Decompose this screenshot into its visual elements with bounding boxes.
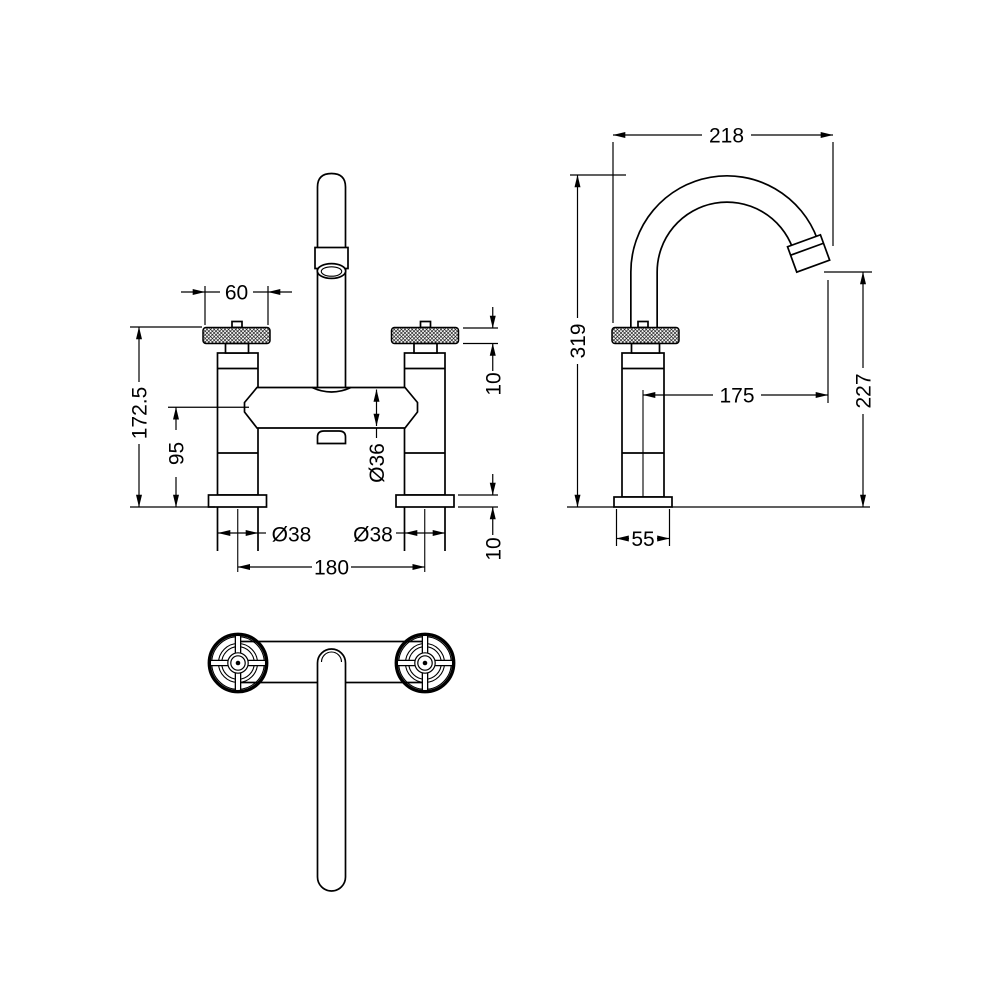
right-handle-nub [419, 320, 432, 329]
plan-spout [316, 648, 347, 892]
side-handle-stem [630, 342, 661, 354]
left-handle-nub [231, 320, 243, 329]
side-base-flange [613, 496, 673, 508]
plan-view [209, 634, 453, 892]
body-bar [243, 386, 419, 429]
dim-base-plate-height: 10 [458, 474, 505, 561]
dim-tap-centres-label: 180 [314, 557, 349, 580]
body-bar-fillet [311, 386, 352, 393]
front-view: 60 172.5 95 10 Ø36 [129, 172, 505, 580]
dim-outlet-projection-label: 175 [719, 385, 754, 408]
right-tailpiece [403, 507, 446, 551]
leg-centrelines [237, 509, 426, 572]
dim-handle-thickness-label: 10 [482, 372, 505, 395]
dim-spout-reach-label: 218 [709, 125, 744, 148]
dim-handle-width: 60 [181, 282, 292, 325]
right-handle [390, 320, 460, 354]
dim-handle-thickness: 10 [463, 307, 505, 396]
side-handle [611, 320, 680, 354]
right-handle-wheel [390, 326, 460, 345]
dim-body-diameter-label: Ø36 [366, 443, 389, 483]
spout-shank [316, 430, 347, 445]
dim-outlet-projection: 175 [642, 280, 829, 408]
dim-overall-height-side: 319 [567, 174, 626, 508]
left-tailpiece [216, 507, 259, 551]
dim-overall-height-front: 172.5 [129, 326, 215, 508]
side-view: 218 319 227 175 55 [567, 125, 876, 551]
dim-base-plate-height-label: 10 [482, 537, 505, 560]
dim-left-leg-diameter-label: Ø38 [272, 524, 312, 547]
right-leg [403, 352, 446, 496]
right-handle-stem [413, 342, 438, 354]
side-handle-wheel [611, 326, 680, 345]
spout-outlet-inner [320, 266, 343, 277]
spout-nozzle [786, 233, 831, 274]
dim-spout-outlet-height-label: 227 [853, 373, 876, 408]
dim-spout-centre-height: 95 [166, 406, 249, 508]
dim-left-leg-diameter: Ø38 [217, 524, 312, 547]
dim-spout-outlet-height: 227 [824, 271, 876, 508]
plan-left-handle-wheel [209, 634, 266, 691]
dim-right-leg-diameter-label: Ø38 [353, 524, 393, 547]
spout-riser [316, 172, 347, 390]
spout-curve-inner [631, 176, 817, 332]
dim-right-leg-diameter: Ø38 [353, 524, 446, 547]
dim-handle-width-label: 60 [225, 282, 248, 305]
plan-spout-bend-line [320, 651, 343, 663]
left-base-flange [207, 494, 268, 508]
dim-overall-height-side-label: 319 [567, 323, 590, 358]
dim-body-diameter: Ø36 [366, 389, 389, 483]
right-base-flange [395, 494, 455, 508]
dim-base-width: 55 [615, 509, 671, 551]
left-leg [216, 352, 259, 496]
dim-spout-centre-height-label: 95 [166, 442, 189, 465]
left-handle [202, 320, 271, 354]
dim-base-width-label: 55 [631, 528, 654, 551]
left-handle-stem [224, 342, 250, 354]
left-handle-wheel [202, 326, 271, 345]
side-handle-nub [637, 320, 649, 329]
dim-spout-reach: 218 [612, 125, 834, 323]
dim-tap-centres: 180 [237, 557, 425, 580]
plan-right-handle-wheel [396, 634, 453, 691]
dim-overall-height-front-label: 172.5 [129, 387, 152, 440]
